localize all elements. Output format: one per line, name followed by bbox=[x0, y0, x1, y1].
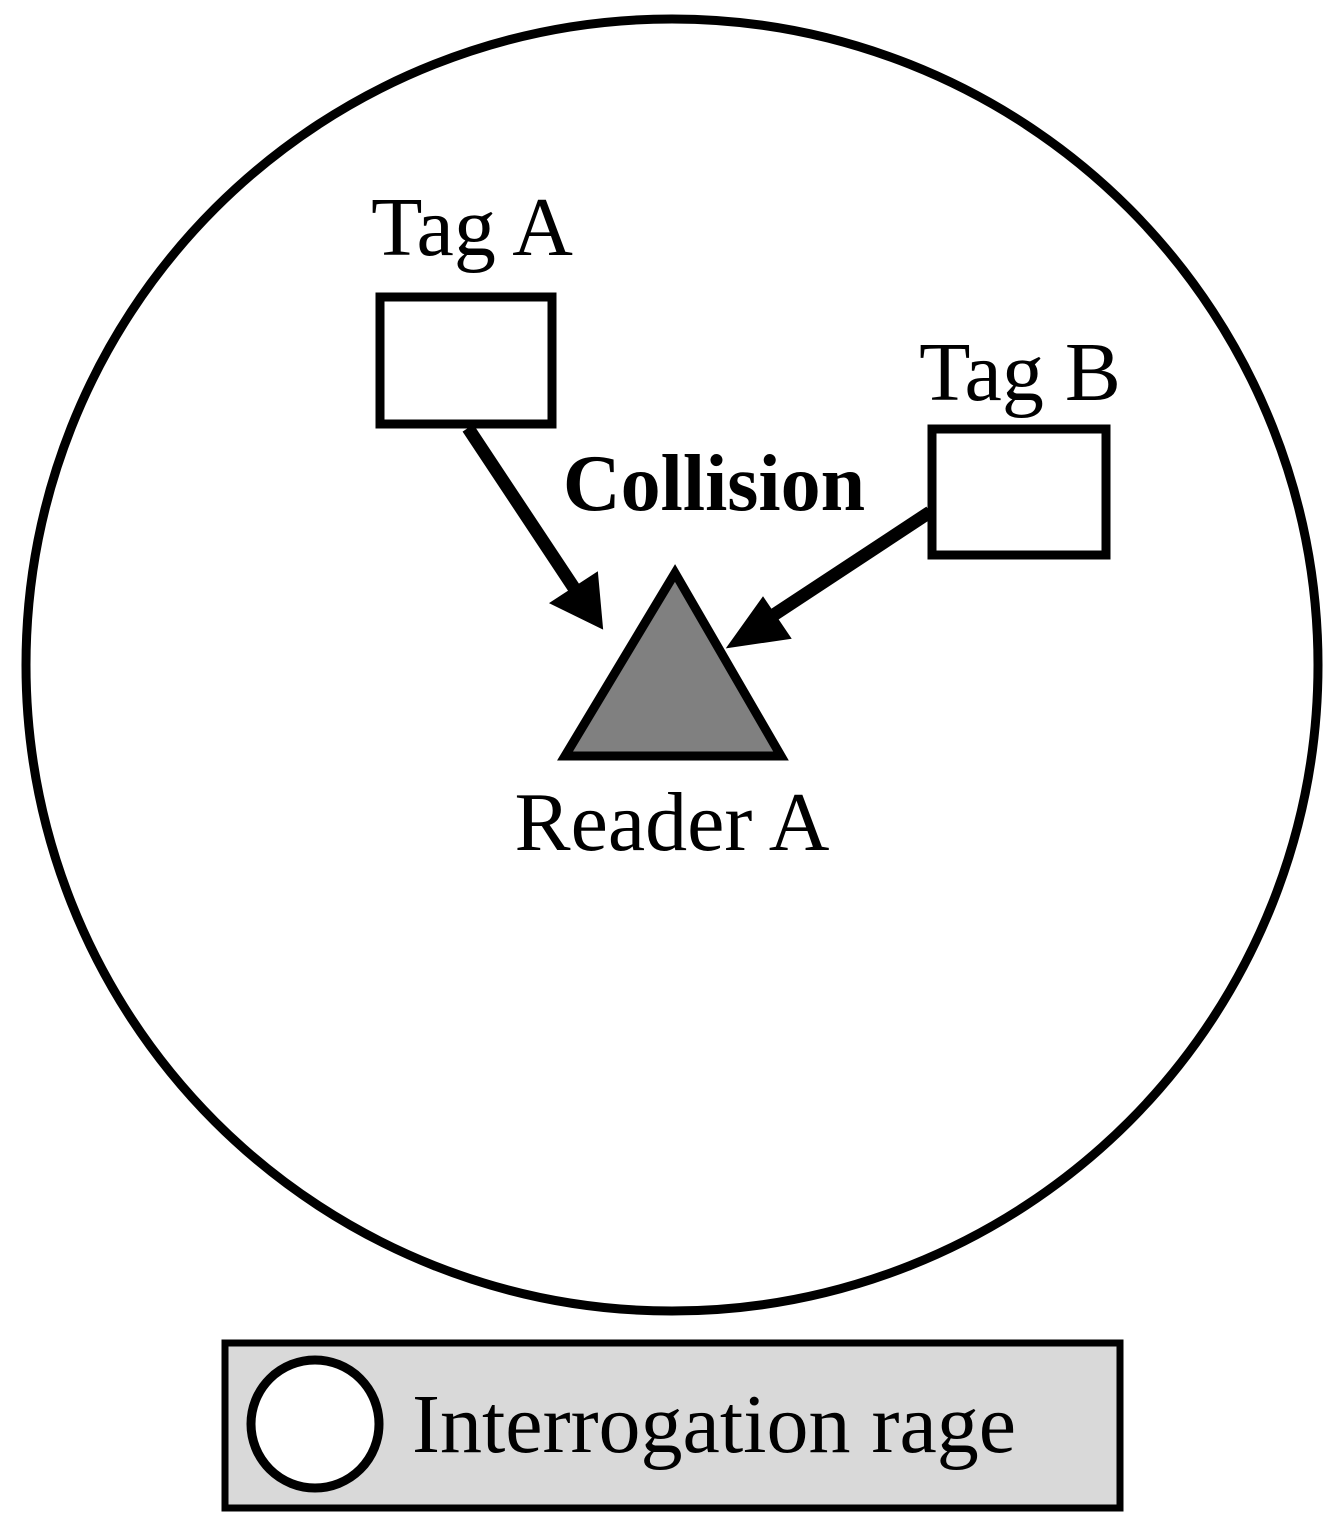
reader-a-label: Reader A bbox=[515, 776, 830, 869]
legend: Interrogation rage bbox=[221, 1339, 1124, 1512]
legend-label: Interrogation rage bbox=[412, 1378, 1016, 1471]
arrow-tag-b-to-reader bbox=[725, 506, 934, 649]
legend-circle-icon bbox=[246, 1355, 384, 1493]
collision-label: Collision bbox=[563, 440, 865, 528]
tag-b-label: Tag B bbox=[919, 326, 1121, 419]
tag-b-box bbox=[927, 424, 1111, 560]
tag-a-label: Tag A bbox=[371, 181, 573, 274]
arrow-tag-a-to-reader bbox=[462, 424, 604, 630]
reader-a-triangle bbox=[557, 564, 789, 761]
tag-a-box bbox=[375, 292, 557, 429]
